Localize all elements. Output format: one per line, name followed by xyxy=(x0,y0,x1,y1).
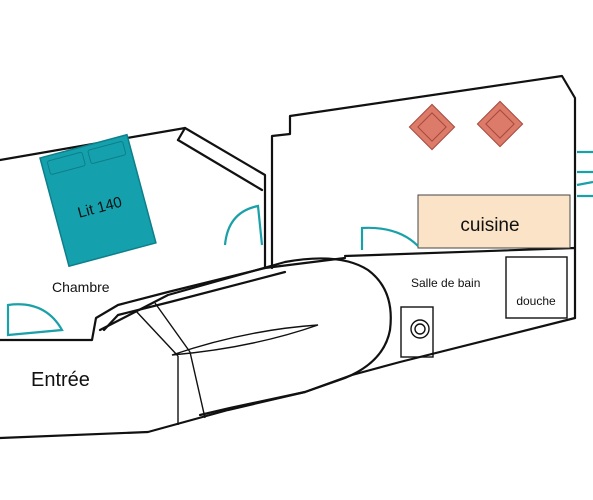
kitchen-area: cuisine xyxy=(270,74,593,320)
stove-burner-icon xyxy=(408,103,456,151)
shower-label: douche xyxy=(516,294,556,308)
bed-pillow-left xyxy=(47,151,86,175)
shower-rect xyxy=(505,256,568,319)
kitchen-divider xyxy=(343,246,577,258)
rounded-structure xyxy=(98,257,392,417)
kitchen-counter-rect xyxy=(417,194,571,249)
bedroom-wall-inner-2 xyxy=(176,126,187,142)
shower: douche xyxy=(505,256,568,319)
bed-frame xyxy=(39,133,157,268)
door-swing-icon xyxy=(223,204,264,246)
door-swing-icon xyxy=(576,150,593,198)
structure-line xyxy=(154,302,191,353)
entrance-area: Entrée xyxy=(0,256,392,440)
stove xyxy=(408,100,524,151)
rounded-structure-inner xyxy=(102,270,287,332)
bathroom-label: Salle de bain xyxy=(411,276,480,290)
bedroom-label: Chambre xyxy=(52,279,110,295)
entrance-label: Entrée xyxy=(31,369,90,391)
door-swing-icon xyxy=(6,303,64,337)
structure-line xyxy=(189,351,206,419)
kitchen-wall xyxy=(270,74,577,320)
bathroom-area: Salle de bain douche xyxy=(350,256,577,377)
bed: Lit 140 xyxy=(39,133,157,268)
structure-lens xyxy=(171,324,319,356)
bedroom-area: Lit 140 Chambre xyxy=(0,126,267,337)
bed-pillow-right xyxy=(87,141,127,164)
kitchen-label: cuisine xyxy=(460,215,519,236)
stove-burner-icon xyxy=(476,100,524,148)
door-swing-icon xyxy=(360,226,419,250)
structure-line xyxy=(134,309,179,357)
bedroom-wall-inner xyxy=(176,138,264,192)
bathroom-wall xyxy=(350,316,577,377)
washing-machine-icon xyxy=(400,306,434,358)
kitchen-counter: cuisine xyxy=(417,194,571,249)
